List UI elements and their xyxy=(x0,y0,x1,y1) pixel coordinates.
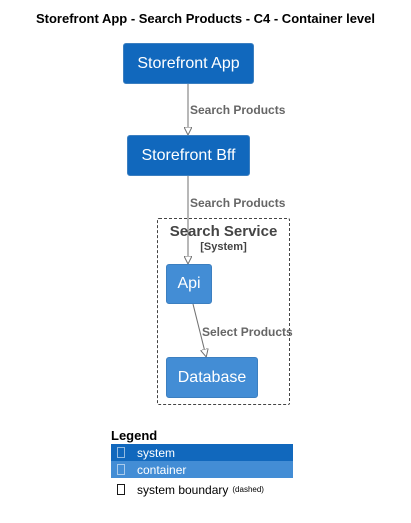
boundary-name: Search Service xyxy=(169,223,278,240)
legend-label-system: system xyxy=(137,445,176,460)
database-label: Database xyxy=(177,368,247,386)
edge-label-api-to-database: Select Products xyxy=(202,325,293,339)
legend-label-boundary: system boundary xyxy=(137,482,229,497)
square-icon xyxy=(117,447,125,458)
diagram-title: Storefront App - Search Products - C4 - … xyxy=(35,11,375,26)
storefront-bff-node[interactable]: Storefront Bff xyxy=(127,135,250,176)
storefront-app-node[interactable]: Storefront App xyxy=(123,43,254,84)
edge-api-to-database[interactable] xyxy=(192,303,206,356)
search-service-boundary[interactable]: Search Service [System] xyxy=(157,218,290,405)
legend-item-system: system xyxy=(111,444,293,461)
legend-item-container: container xyxy=(111,461,293,478)
square-icon xyxy=(117,464,125,475)
edge-label-bff-to-api: Search Products xyxy=(190,196,286,210)
legend-label-container: container xyxy=(137,462,187,477)
storefront-bff-label: Storefront Bff xyxy=(141,146,236,164)
boundary-type: [System] xyxy=(200,241,247,253)
storefront-app-label: Storefront App xyxy=(137,54,240,72)
legend-item-system-boundary: system boundary (dashed) xyxy=(111,481,293,498)
square-icon xyxy=(117,484,125,495)
edge-label-app-to-bff: Search Products xyxy=(190,103,286,117)
legend-title: Legend xyxy=(111,428,158,443)
api-node[interactable]: Api xyxy=(166,264,212,304)
database-node[interactable]: Database xyxy=(166,357,258,398)
legend-note-dashed: (dashed) xyxy=(232,485,264,494)
api-label: Api xyxy=(177,275,201,292)
